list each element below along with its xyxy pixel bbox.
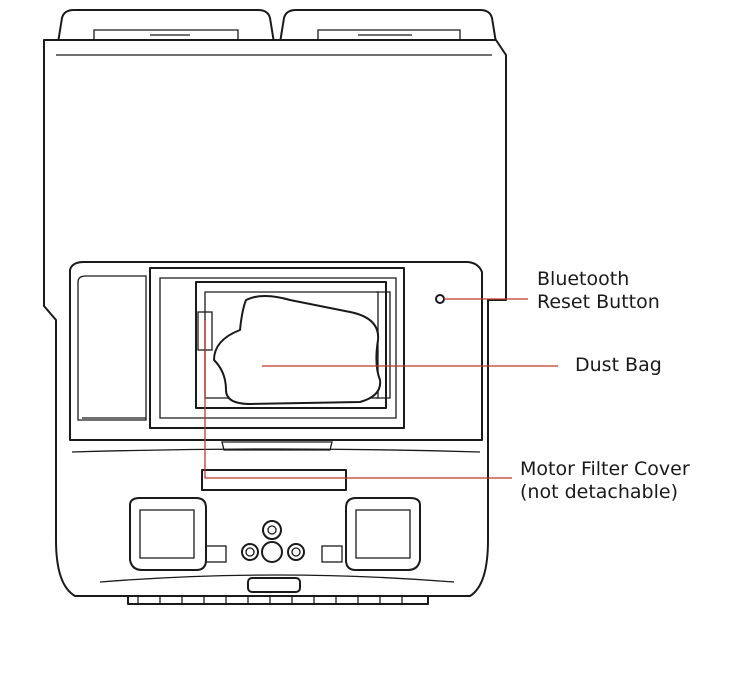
motor-filter-cover (201, 469, 347, 491)
charging-contacts (241, 520, 305, 563)
callout-motor-filter: Motor Filter Cover (not detachable) (520, 458, 690, 504)
callout-dust-bag: Dust Bag (575, 354, 662, 376)
lower-panel (70, 439, 482, 491)
callout-bluetooth-line2: Reset Button (537, 291, 660, 313)
left-pad (129, 497, 227, 571)
callout-motor-filter-line1: Motor Filter Cover (520, 458, 690, 480)
callout-bluetooth: Bluetooth Reset Button (537, 268, 660, 314)
leader-motor-filter (204, 320, 512, 479)
callout-bluetooth-line1: Bluetooth (537, 268, 630, 290)
base-ramp (99, 574, 455, 605)
dust-bag (213, 295, 382, 405)
right-pad (321, 497, 421, 571)
callout-motor-filter-line2: (not detachable) (520, 481, 678, 503)
leader-lines (204, 298, 558, 479)
bag-compartment (69, 261, 483, 441)
